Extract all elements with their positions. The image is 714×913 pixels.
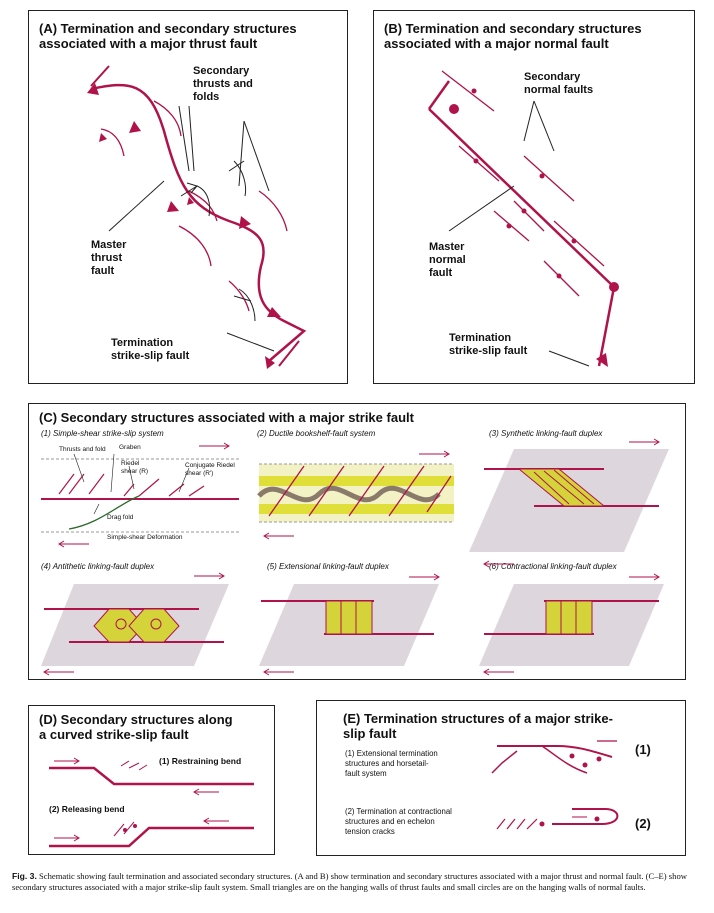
antithetic-duplex-diagram <box>41 572 229 676</box>
panel-c-graben: Graben <box>119 444 141 451</box>
panel-c-sub4: (4) Antithetic linking-fault duplex <box>41 562 155 571</box>
panel-b-termination-label: Termination strike-slip fault <box>449 332 528 357</box>
panel-c-drag-fold: Drag fold <box>107 514 134 521</box>
panel-c-conjugate-riedel: Conjugate Riedel shear (R') <box>185 462 235 477</box>
panel-d: (D) Secondary structures along a curved … <box>28 705 275 855</box>
panel-a-termination-label: Termination strike-slip fault <box>111 337 190 362</box>
contractional-duplex-diagram <box>479 573 664 676</box>
panel-b-diagram <box>427 70 619 367</box>
panel-c-sub6: (6) Contractional linking-fault duplex <box>489 562 617 571</box>
panel-a-secondary-label: Secondary thrusts and folds <box>193 65 253 103</box>
panel-d-title: (D) Secondary structures along a curved … <box>39 712 233 742</box>
panel-c-thrusts-fold: Thrusts and fold <box>59 446 106 453</box>
panel-e: (E) Termination structures of a major st… <box>316 700 686 856</box>
panel-c-sub1: (1) Simple-shear strike-slip system <box>41 429 164 438</box>
panel-e-marker1: (1) <box>635 742 651 757</box>
panel-e-title: (E) Termination structures of a major st… <box>343 711 613 741</box>
caption-label: Fig. 3. <box>12 871 37 881</box>
figure-caption: Fig. 3. Schematic showing fault terminat… <box>12 871 704 893</box>
panel-c-sub5: (5) Extensional linking-fault duplex <box>267 562 389 571</box>
panel-c-diagrams <box>41 438 669 676</box>
panel-c: (C) Secondary structures associated with… <box>28 403 686 680</box>
panel-c-sub3: (3) Synthetic linking-fault duplex <box>489 429 603 438</box>
panel-b: (B) Termination and secondary structures… <box>373 10 695 384</box>
synthetic-duplex-diagram <box>469 438 669 568</box>
panel-d-releasing: (2) Releasing bend <box>49 804 125 814</box>
panel-b-master-label: Master normal fault <box>429 241 466 279</box>
panel-c-simple-shear: Simple-shear Deformation <box>107 534 183 541</box>
panel-e-item2: (2) Termination at contractional structu… <box>345 807 452 836</box>
panel-e-diagram <box>491 740 619 830</box>
bookshelf-diagram <box>257 450 454 540</box>
panel-c-riedel: Riedel shear (R) <box>121 460 149 475</box>
caption-text: Schematic showing fault termination and … <box>12 871 687 892</box>
panel-c-sub2: (2) Ductile bookshelf-fault system <box>257 429 376 438</box>
panel-e-marker2: (2) <box>635 816 651 831</box>
panel-a-master-label: Master thrust fault <box>91 239 127 277</box>
extensional-duplex-diagram <box>259 573 440 676</box>
panel-a-title: (A) Termination and secondary structures… <box>39 21 297 51</box>
panel-d-diagram <box>49 757 254 848</box>
panel-d-restraining: (1) Restraining bend <box>159 756 242 766</box>
simple-shear-diagram <box>41 442 239 548</box>
panel-b-secondary-label: Secondary normal faults <box>524 71 594 96</box>
panel-a: (A) Termination and secondary structures… <box>28 10 348 384</box>
panel-b-title: (B) Termination and secondary structures… <box>384 21 642 51</box>
panel-a-diagram <box>87 65 307 369</box>
panel-e-item1: (1) Extensional termination structures a… <box>345 749 438 778</box>
panel-c-title: (C) Secondary structures associated with… <box>39 410 414 425</box>
